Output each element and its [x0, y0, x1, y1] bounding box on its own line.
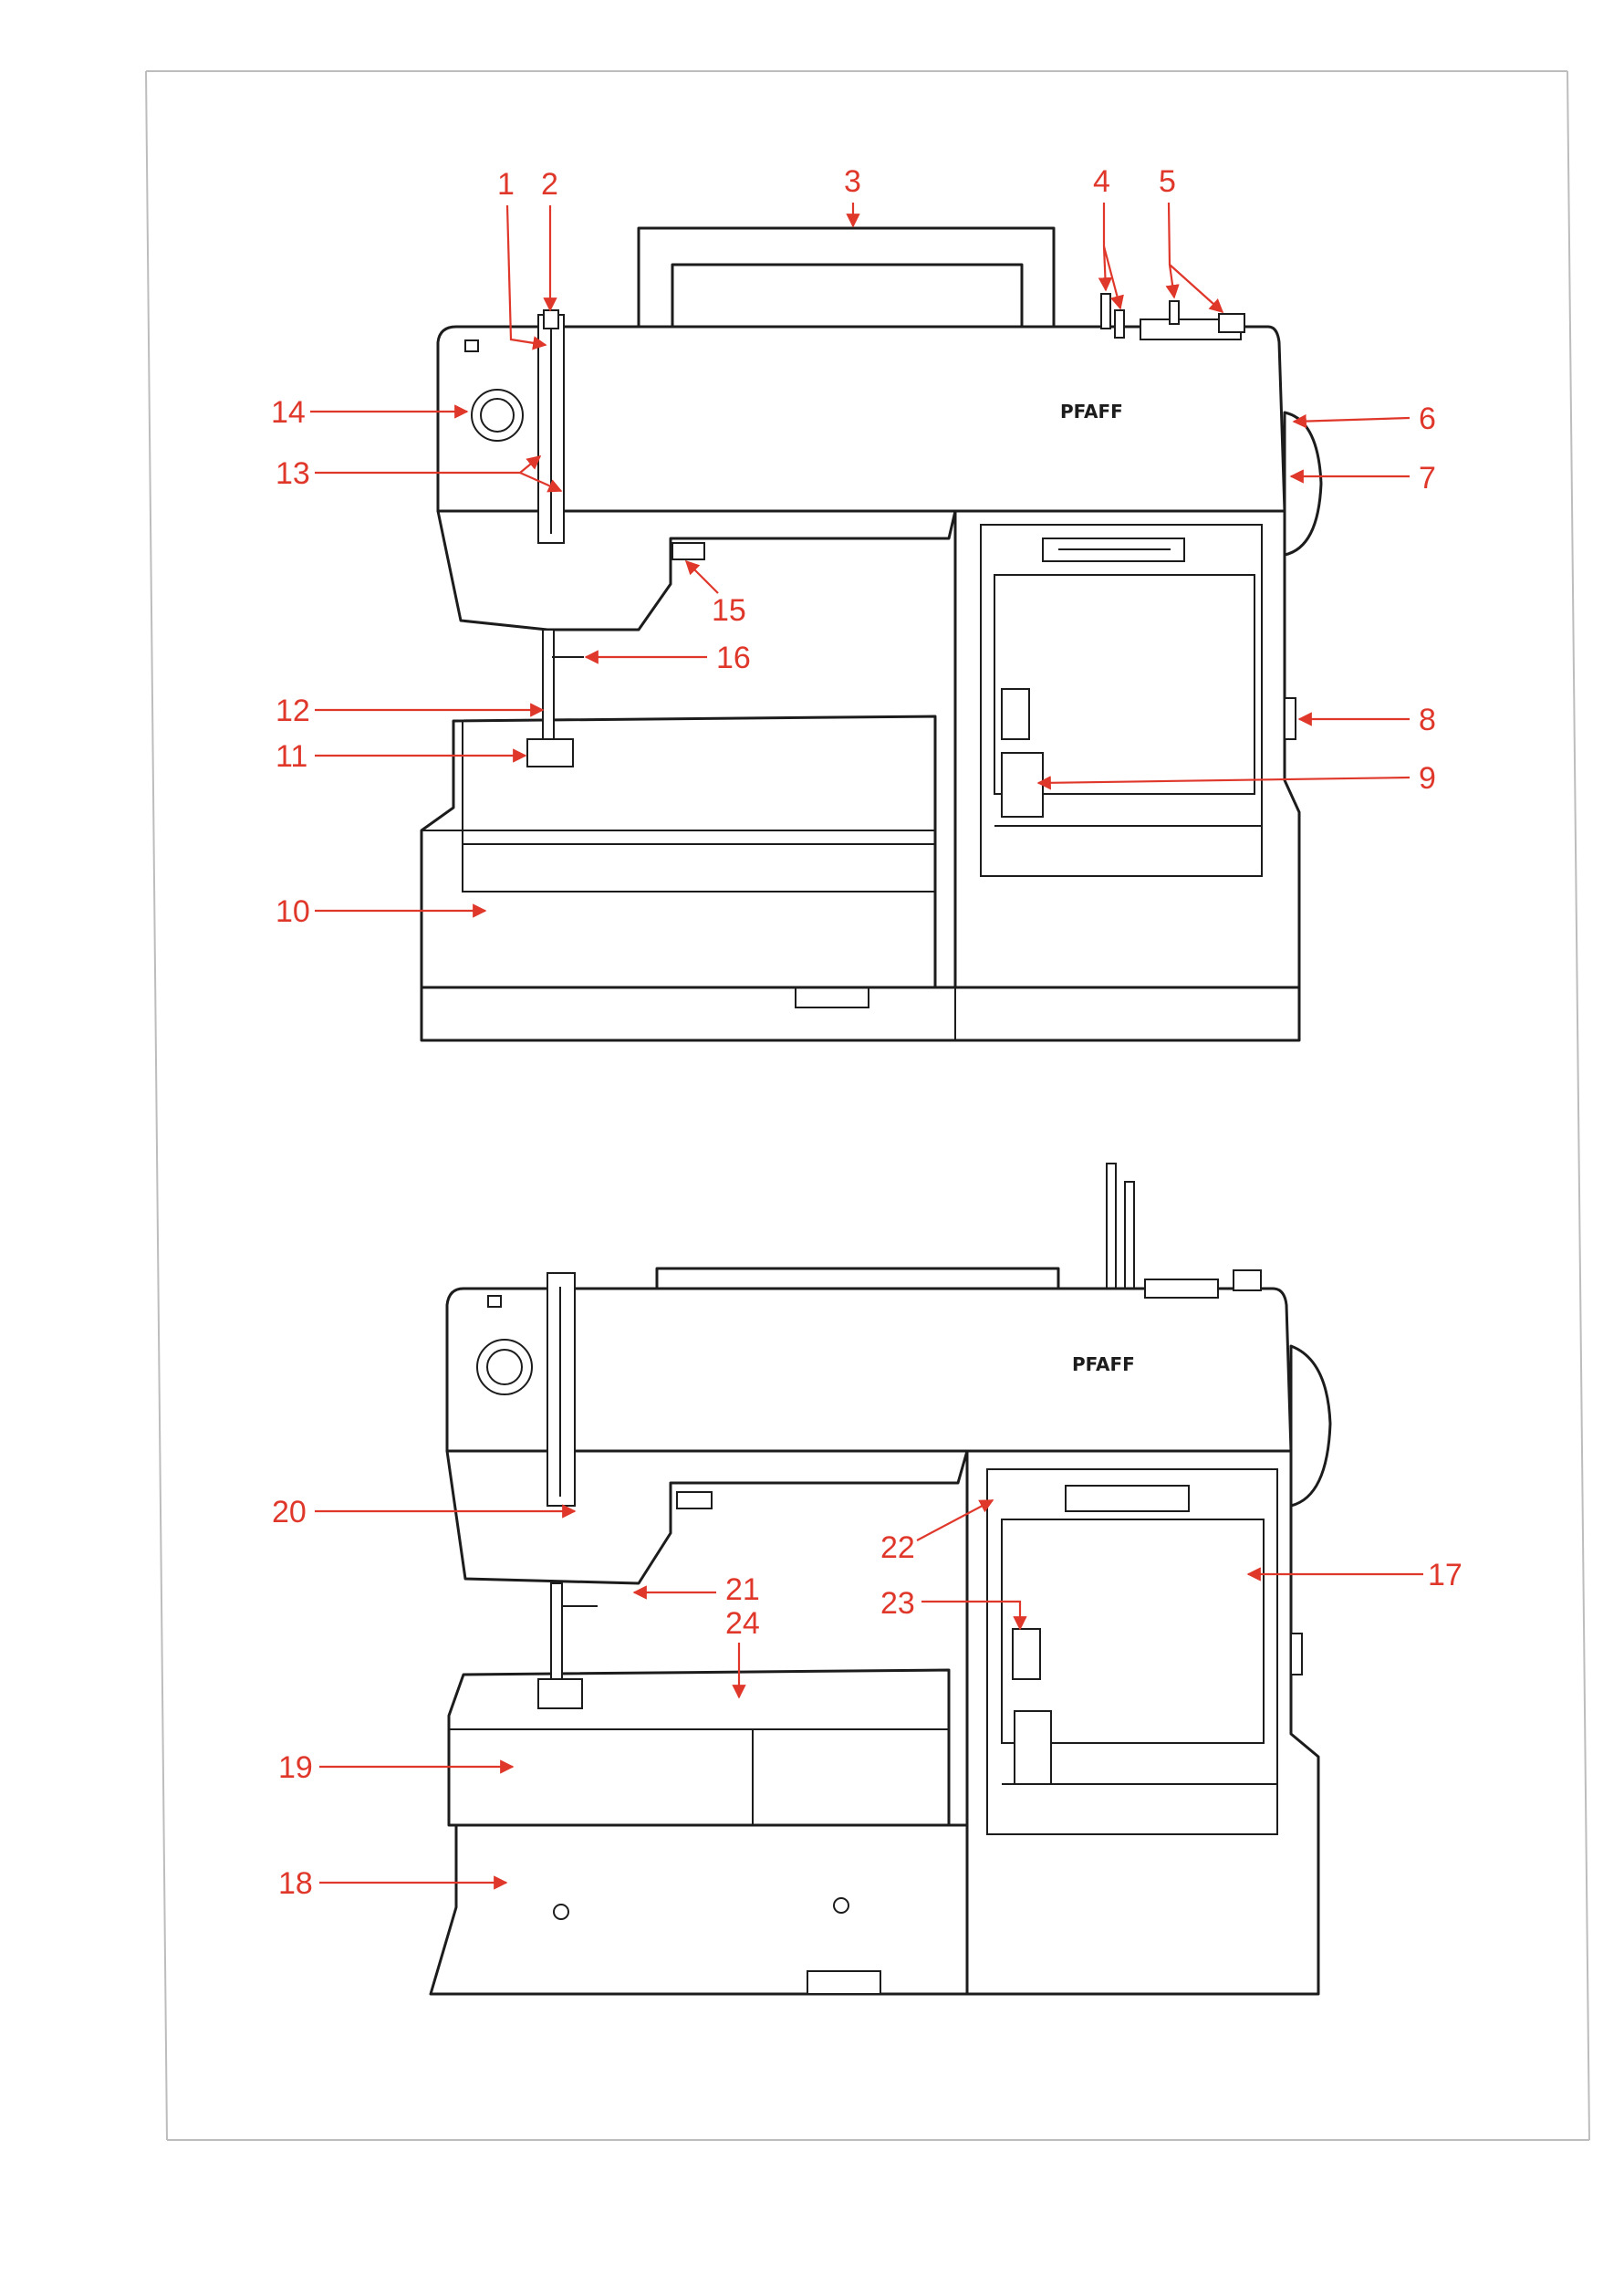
callout-22: 22	[880, 1530, 915, 1565]
callout-18: 18	[278, 1866, 313, 1901]
callout-1: 1	[497, 167, 515, 202]
lower-callouts: 17 18 19 20 21 22 23 24	[272, 1495, 1463, 1901]
upper-machine-illustration: PFAFF	[420, 226, 1323, 1042]
callout-21: 21	[725, 1572, 760, 1607]
callout-20: 20	[272, 1495, 307, 1529]
callout-23: 23	[880, 1586, 915, 1621]
callout-15: 15	[712, 593, 746, 628]
callout-6: 6	[1419, 402, 1436, 436]
callout-2: 2	[541, 167, 558, 202]
upper-callouts: 1 2 3 4 5 6 7 8 9 10 11 12 13 14 15	[271, 164, 1436, 929]
callout-9: 9	[1419, 761, 1436, 796]
callout-13: 13	[276, 456, 310, 491]
upper-brand-logo: PFAFF	[1060, 401, 1123, 423]
callout-12: 12	[276, 694, 310, 728]
callout-19: 19	[278, 1750, 313, 1785]
callout-24: 24	[725, 1606, 760, 1641]
callout-17: 17	[1428, 1558, 1463, 1592]
callout-4: 4	[1093, 164, 1110, 199]
callout-11: 11	[276, 739, 307, 774]
callout-3: 3	[844, 164, 861, 199]
callout-8: 8	[1419, 703, 1436, 737]
lower-machine-illustration: PFAFF	[429, 1163, 1332, 1996]
callout-14: 14	[271, 395, 306, 430]
callout-16: 16	[716, 641, 751, 675]
callout-10: 10	[276, 894, 310, 929]
callout-7: 7	[1419, 461, 1436, 496]
callout-5: 5	[1159, 164, 1176, 199]
lower-brand-logo: PFAFF	[1072, 1353, 1135, 1375]
page-frame	[145, 70, 1590, 2141]
